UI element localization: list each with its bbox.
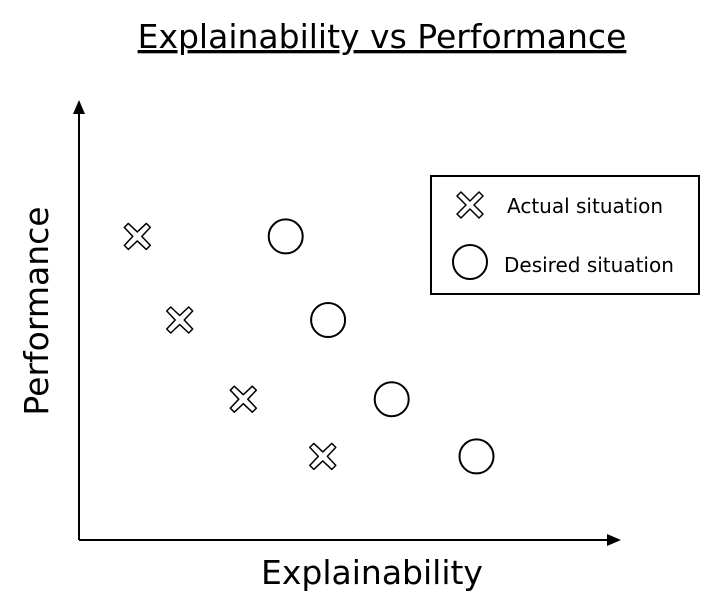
data-points — [123, 218, 495, 475]
desired-situation-point-3 — [373, 381, 410, 418]
x-axis-label: Explainability — [261, 553, 483, 592]
desired-situation-point-1 — [267, 218, 304, 255]
desired-situation-point-2 — [310, 302, 347, 338]
actual-situation-point-3 — [229, 385, 258, 413]
y-axis-label: Performance — [17, 206, 56, 415]
legend-label-actual: Actual situation — [507, 194, 663, 218]
legend-label-desired: Desired situation — [504, 253, 674, 277]
y-axis-arrow — [73, 100, 85, 114]
actual-situation-point-2 — [165, 306, 194, 334]
axes — [73, 100, 621, 546]
desired-situation-point-4 — [458, 438, 495, 475]
legend-circle-icon — [452, 244, 488, 280]
actual-situation-point-4 — [309, 442, 337, 471]
x-axis-arrow — [607, 534, 621, 546]
legend-cross-icon — [456, 191, 484, 219]
legend: Actual situation Desired situation — [430, 175, 700, 295]
actual-situation-point-1 — [123, 222, 152, 251]
chart-title: Explainability vs Performance — [138, 17, 627, 56]
